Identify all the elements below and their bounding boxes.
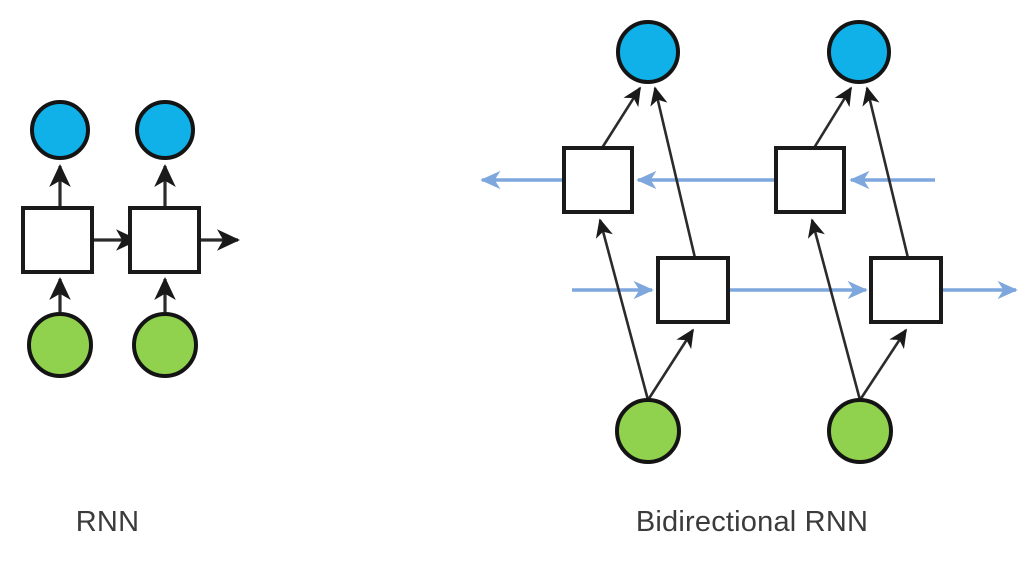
birnn-edges — [595, 86, 910, 401]
output-node-1 — [30, 100, 90, 160]
input-node-2 — [132, 312, 198, 378]
birnn-backward-cells — [562, 146, 846, 214]
backward-cell-1 — [562, 146, 634, 214]
input-node-2 — [827, 398, 893, 464]
bidirectional-rnn-caption: Bidirectional RNN — [635, 506, 869, 538]
edge-backward-cell-1-to-output-1 — [600, 86, 642, 149]
birnn-input-nodes — [615, 398, 893, 464]
edge-input-1-to-backward-cell-1 — [595, 218, 650, 401]
output-node-2 — [827, 20, 891, 84]
rnn-caption: RNN — [75, 506, 140, 538]
rnn-input-nodes — [27, 312, 198, 378]
input-node-1 — [27, 312, 93, 378]
input-node-1 — [615, 398, 681, 464]
edge-input-1-to-forward-cell-1 — [646, 328, 695, 401]
edge-forward-cell-1-to-output-1 — [650, 86, 697, 259]
rnn-edges — [49, 164, 240, 312]
rnn-output-nodes — [30, 100, 195, 160]
forward-cell-2 — [869, 256, 943, 324]
edge-input-2-to-forward-cell-2 — [858, 328, 908, 401]
edge-forward-cell-2-to-output-2 — [862, 86, 910, 259]
rnn-group — [21, 100, 240, 378]
edge-backward-cell-2-to-output-2 — [812, 86, 853, 149]
hidden-cell-2 — [128, 206, 201, 274]
output-node-1 — [616, 20, 680, 84]
backward-cell-2 — [774, 146, 846, 214]
birnn-forward-cells — [656, 256, 943, 324]
forward-cell-1 — [656, 256, 730, 324]
edge-input-2-to-backward-cell-2 — [807, 218, 862, 401]
birnn-recurrent-edges — [480, 170, 1018, 300]
rnn-hidden-cells — [21, 206, 201, 274]
output-node-2 — [135, 100, 195, 160]
bidirectional-rnn-group — [480, 20, 1018, 464]
hidden-cell-1 — [21, 206, 94, 274]
birnn-output-nodes — [616, 20, 891, 84]
